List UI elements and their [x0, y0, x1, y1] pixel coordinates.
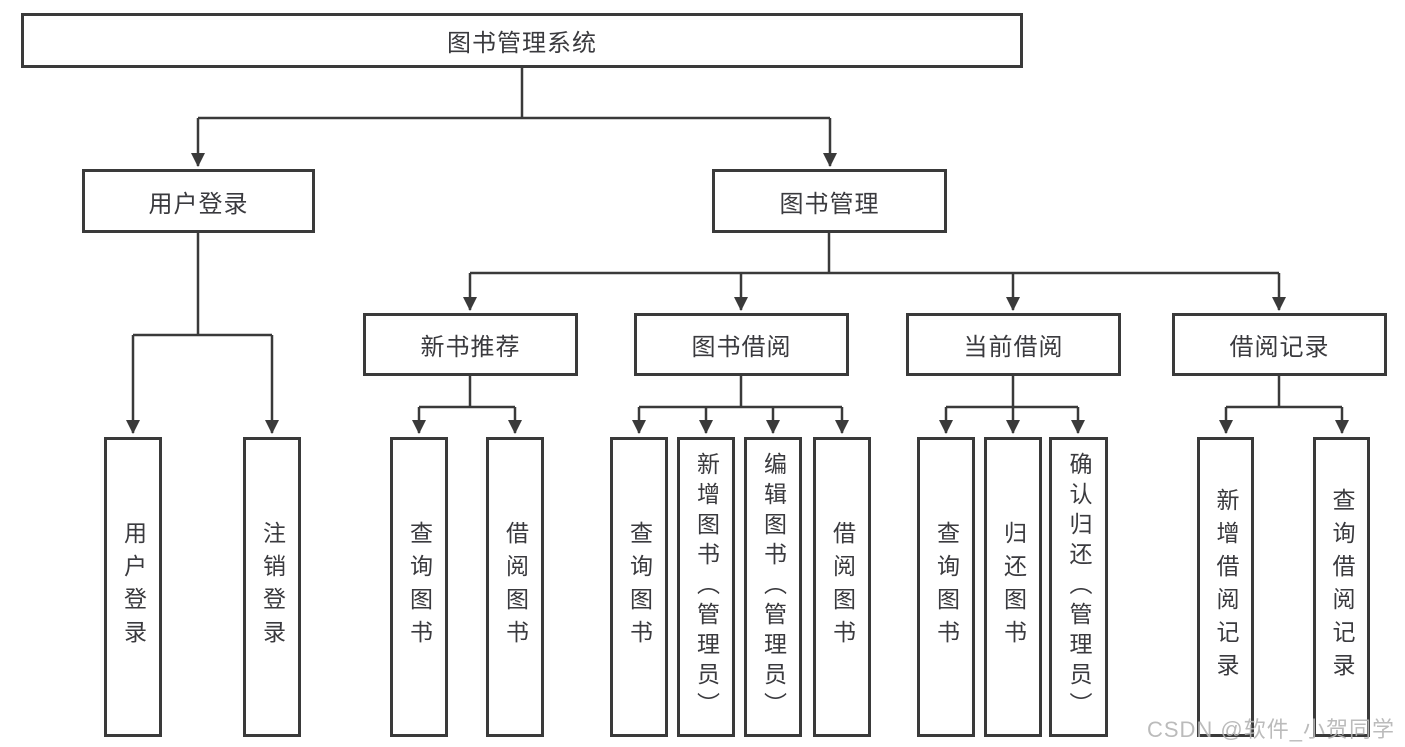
- connector-user-login-children: [126, 233, 279, 434]
- leaf-query-books: 查询图书: [390, 437, 448, 737]
- node-label: 图书管理系统: [447, 30, 597, 57]
- node-label: 用户登录: [148, 190, 249, 218]
- leaf-label: 确认归还（管理员）: [1066, 452, 1092, 722]
- node-label: 图书管理: [779, 190, 880, 218]
- connector-book-borrow-children: [632, 376, 849, 434]
- leaf-add-books-admin: 新增图书（管理员）: [677, 437, 735, 737]
- leaf-label: 注销登录: [259, 521, 286, 653]
- node-book-borrowing: 图书借阅: [634, 313, 849, 376]
- connector-borrow-records-children: [1219, 376, 1349, 434]
- leaf-label: 查询图书: [406, 521, 433, 653]
- leaf-edit-books-admin: 编辑图书（管理员）: [744, 437, 802, 737]
- node-borrowing-records: 借阅记录: [1172, 313, 1387, 376]
- leaf-query-books: 查询图书: [917, 437, 975, 737]
- leaf-return-books: 归还图书: [984, 437, 1042, 737]
- leaf-label: 借阅图书: [502, 521, 529, 653]
- leaf-add-borrow-record: 新增借阅记录: [1197, 437, 1254, 737]
- leaf-label: 归还图书: [1000, 521, 1027, 653]
- leaf-logout: 注销登录: [243, 437, 301, 737]
- node-book-management: 图书管理: [712, 169, 947, 233]
- leaf-label: 借阅图书: [829, 521, 856, 653]
- leaf-label: 查询借阅记录: [1329, 488, 1355, 686]
- node-label: 图书借阅: [691, 334, 792, 361]
- leaf-confirm-return-admin: 确认归还（管理员）: [1049, 437, 1108, 737]
- leaf-borrow-books: 借阅图书: [813, 437, 871, 737]
- connector-book-mgmt-children: [463, 233, 1286, 311]
- node-new-book-recommend: 新书推荐: [363, 313, 578, 376]
- node-current-borrowing: 当前借阅: [906, 313, 1121, 376]
- leaf-borrow-books: 借阅图书: [486, 437, 544, 737]
- connector-current-borrow-children: [939, 376, 1085, 434]
- leaf-label: 新增图书（管理员）: [693, 452, 720, 722]
- connector-new-book-children: [412, 376, 522, 434]
- leaf-label: 编辑图书（管理员）: [760, 452, 787, 722]
- csdn-watermark: CSDN @软件_小贺同学: [1146, 717, 1395, 742]
- leaf-user-login: 用户登录: [104, 437, 162, 737]
- connector-root-to-level2: [191, 68, 837, 167]
- leaf-label: 查询图书: [626, 521, 653, 653]
- node-label: 当前借阅: [963, 334, 1064, 361]
- leaf-query-borrow-record: 查询借阅记录: [1313, 437, 1370, 737]
- node-label: 新书推荐: [420, 334, 521, 361]
- node-label: 借阅记录: [1229, 334, 1330, 361]
- node-library-system: 图书管理系统: [21, 13, 1023, 68]
- leaf-label: 新增借阅记录: [1213, 488, 1239, 686]
- node-user-login: 用户登录: [82, 169, 315, 233]
- leaf-query-books: 查询图书: [610, 437, 668, 737]
- leaf-label: 查询图书: [933, 521, 960, 653]
- leaf-label: 用户登录: [120, 521, 147, 653]
